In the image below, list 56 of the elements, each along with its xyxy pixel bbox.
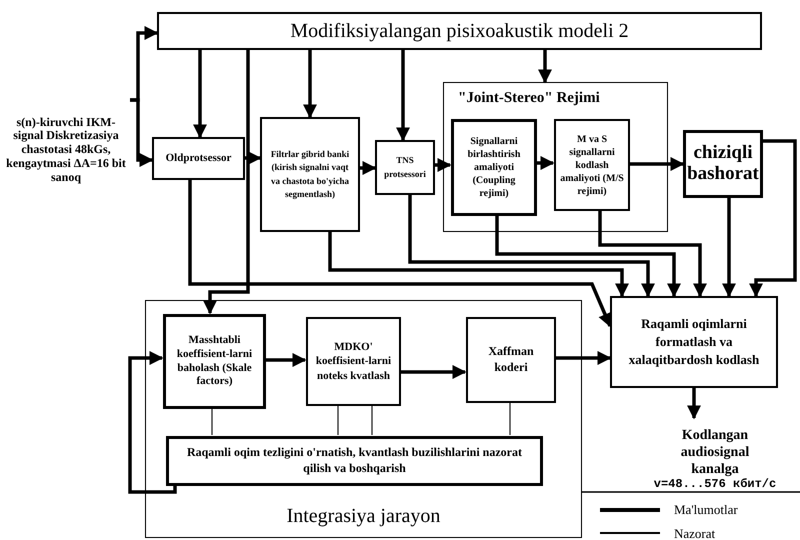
node-text: Oldprotsessor: [166, 151, 232, 166]
arrow: [408, 195, 655, 298]
integration-region: [145, 300, 582, 538]
arrow: [303, 50, 317, 118]
region-title: "Joint-Stereo" Rejimi: [458, 89, 600, 108]
arrow: [360, 161, 376, 175]
output-label: Kodlangan audiosignal kanalga: [680, 428, 750, 478]
arrow: [538, 50, 552, 84]
node-text: Modifiksiyalangan pisixoakustik modeli 2: [290, 19, 629, 44]
arrow: [396, 50, 410, 142]
process-box: [260, 117, 360, 232]
process-box: [683, 130, 763, 198]
process-box: [610, 296, 778, 388]
node-text: TNS protsessori: [383, 154, 427, 181]
arrow: [188, 180, 612, 328]
arrow: [128, 351, 177, 494]
mode-region: [443, 82, 668, 232]
node-text: Signallarni birlashtirish amaliyoti (Coupling rejimi): [466, 135, 522, 200]
node-text: Masshtabli koeffisient-larni baholash (Skale factors): [176, 334, 254, 389]
process-box: [306, 317, 401, 406]
arrow: [203, 50, 250, 314]
arrow: [555, 351, 612, 365]
arrow: [722, 198, 736, 298]
node-text: chiziqli bashorat: [686, 143, 760, 185]
arrow: [193, 50, 207, 138]
arrow: [400, 365, 466, 379]
arrow: [435, 158, 452, 172]
node-text: Xaffman koderi: [487, 344, 535, 376]
legend-label: Ma'lumotlar: [674, 501, 738, 519]
arrow: [687, 388, 701, 420]
node-text: s(n)-kiruvchi IKM-signal Diskretizasiya chastotasi 48kGs, kengaytmasi ΔA=16 bit sanoq: [5, 116, 127, 184]
model-box: [157, 12, 762, 50]
process-box: [466, 317, 556, 403]
node-text: Filtrlar gibrid banki (kirish signalni vaqt va chastota bo'yicha segmentlash): [270, 148, 350, 201]
arrow: [328, 232, 629, 298]
process-box: [152, 137, 245, 180]
arrow: [130, 98, 154, 167]
control-box: [166, 436, 543, 486]
node-text: Raqamli oqim tezligini o'rnatish, kvantlash buzilishlarini nazorat qilish va boshqarish: [186, 445, 524, 477]
legend-label: Nazorat: [674, 524, 716, 540]
arrow: [629, 157, 684, 171]
arrow: [495, 215, 681, 298]
arrow: [598, 210, 707, 298]
node-text: MDKO' koeffisient-larni noteks kvatlash: [314, 340, 392, 383]
node-text: M va S signallarni kodlash amaliyoti (M/S rejimi): [560, 132, 624, 198]
arrow: [245, 151, 262, 165]
bitrate-label: v=48...576 кбит/с: [654, 478, 776, 490]
region-title: Integrasiya jarayon: [286, 504, 442, 529]
process-box: [375, 140, 435, 195]
process-box: [451, 119, 537, 216]
process-box: [163, 314, 266, 409]
process-box: [554, 119, 630, 211]
arrow: [265, 353, 306, 367]
node-text: Raqamli oqimlarni formatlash va xalaqitbardosh kodlash: [628, 314, 760, 370]
arrow: [536, 156, 554, 170]
arrow: [749, 139, 797, 298]
